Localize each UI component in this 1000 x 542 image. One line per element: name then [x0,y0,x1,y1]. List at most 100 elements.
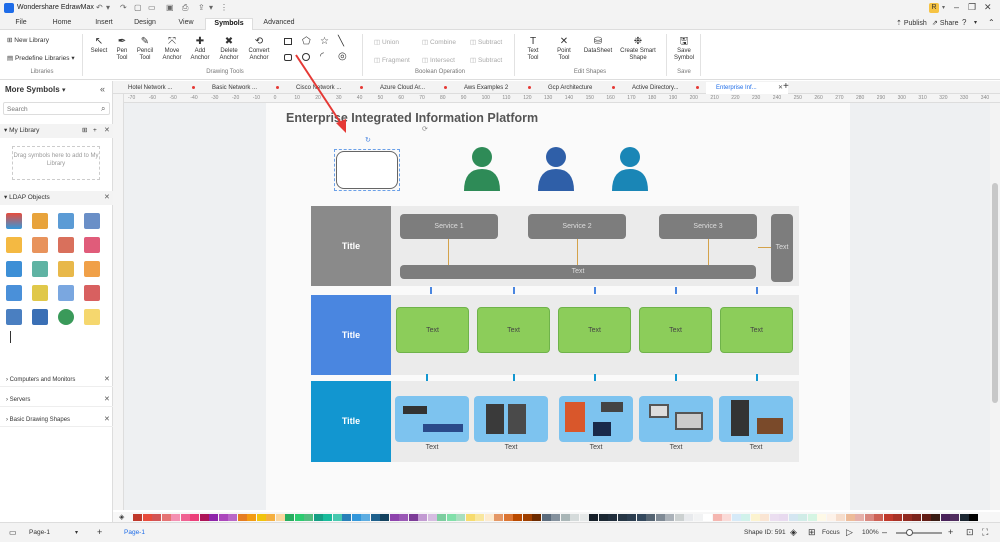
more-icon[interactable]: ⋮ [220,3,228,12]
add-tab-icon[interactable]: + [783,81,789,92]
color-swatch[interactable] [845,514,855,521]
diagram-title[interactable]: Enterprise Integrated Information Platfo… [286,111,539,125]
collapse-ribbon-icon[interactable]: ⌃ [988,18,995,27]
color-swatch[interactable] [608,514,617,521]
arc-icon[interactable]: ◜ [320,51,324,62]
add-library-icon[interactable]: + [93,127,97,134]
user-green-icon[interactable] [462,143,502,193]
ldap-team-shape[interactable] [84,285,100,301]
color-swatch[interactable] [959,514,969,521]
color-swatch[interactable] [475,514,484,521]
page-layout-icon[interactable]: ▭ [9,528,17,537]
color-swatch[interactable] [294,514,304,521]
color-swatch[interactable] [665,514,674,521]
color-swatch[interactable] [351,514,361,521]
share-button[interactable]: ⇗ Share [932,19,959,27]
fit-page-icon[interactable]: ⊞ [808,527,816,537]
pentagon-icon[interactable]: ⬠ [302,36,311,47]
intersect-button[interactable]: ◫ Intersect [422,56,455,64]
ldap-note-shape[interactable] [84,309,100,325]
color-swatch[interactable] [408,514,418,521]
my-library-header[interactable]: ▾ My Library ⊞ + ✕ [0,124,113,138]
color-swatch[interactable] [313,514,323,521]
zoom-level[interactable]: 100% [862,529,879,536]
pencil-tool-button[interactable]: ✎Pencil Tool [134,36,156,62]
ldap-person-shape[interactable] [32,213,48,229]
color-swatch[interactable] [855,514,864,521]
selected-rounded-shape[interactable] [336,151,398,189]
tab-basic-network[interactable]: Basic Network ... [202,82,284,94]
ldap-tree-shape[interactable] [58,213,74,229]
line-icon[interactable]: ╲ [338,36,345,47]
select-button[interactable]: ↖Select [89,36,109,55]
ldap-user-shape[interactable] [32,237,48,253]
user-teal-icon[interactable] [610,143,650,193]
color-swatch[interactable] [142,514,152,521]
lane-2[interactable] [311,295,799,375]
close-category-icon[interactable]: ✕ [104,376,110,383]
color-swatch[interactable] [370,514,380,521]
add-anchor-button[interactable]: ✚Add Anchor [188,36,212,62]
color-swatch[interactable] [484,514,494,521]
color-swatch[interactable] [788,514,798,521]
color-swatch[interactable] [541,514,551,521]
color-swatch[interactable] [646,514,655,521]
color-swatch[interactable] [332,514,342,521]
color-swatch[interactable] [912,514,921,521]
undo-icon[interactable]: ↶ [96,3,103,12]
color-swatch[interactable] [161,514,171,521]
delete-anchor-button[interactable]: ✖Delete Anchor [216,36,242,62]
help-dropdown-icon[interactable]: ▾ [974,20,978,26]
focus-button[interactable]: Focus [822,529,840,536]
menu-file[interactable]: File [15,19,27,26]
color-swatch[interactable] [456,514,465,521]
green-box-1[interactable]: Text [396,307,469,353]
save-icon[interactable]: ▣ [166,3,174,12]
vertical-scrollbar[interactable] [990,103,1000,510]
redo-icon[interactable]: ↷ [120,3,127,12]
tab-active-directory[interactable]: Active Directory... [622,82,704,94]
move-anchor-button[interactable]: ⤧Move Anchor [160,36,184,62]
color-swatch[interactable] [883,514,893,521]
canvas[interactable]: Enterprise Integrated Information Platfo… [124,54,990,510]
combine-button[interactable]: ◫ Combine [422,38,456,46]
fragment-button[interactable]: ◫ Fragment [374,56,410,64]
ldap-list-shape[interactable] [58,285,74,301]
color-swatch[interactable] [266,514,275,521]
color-swatch[interactable] [817,514,826,521]
ldap-line-shape[interactable] [10,331,11,343]
ldap-users-shape[interactable] [58,261,74,277]
zoom-in-icon[interactable]: + [948,527,954,537]
color-swatch[interactable] [617,514,627,521]
color-swatch[interactable] [275,514,285,521]
subtract-2-button[interactable]: ◫ Subtract [470,56,502,64]
menu-advanced[interactable]: Advanced [263,19,295,26]
datasheet-button[interactable]: ⛁DataSheet [582,36,614,55]
tab-azure-cloud[interactable]: Azure Cloud Ar... [370,82,452,94]
scrollbar-thumb[interactable] [992,183,998,403]
export-dropdown-icon[interactable]: ▾ [209,3,214,12]
color-swatch[interactable] [902,514,912,521]
category-basic-drawing-shapes[interactable]: › Basic Drawing Shapes✕ [0,413,113,427]
color-swatch[interactable] [389,514,399,521]
convert-anchor-button[interactable]: ⟲Convert Anchor [245,36,273,62]
user-blue-icon[interactable] [536,143,576,193]
color-swatch[interactable] [437,514,446,521]
color-swatch[interactable] [228,514,237,521]
lane-1-title[interactable]: Title [311,206,391,286]
menu-design[interactable]: Design [134,19,156,26]
ldap-user-2-shape[interactable] [58,237,74,253]
color-swatch[interactable] [779,514,788,521]
zoom-slider-thumb[interactable] [906,529,913,536]
menu-view[interactable]: View [178,19,194,26]
color-swatch[interactable] [342,514,351,521]
color-swatch[interactable] [874,514,883,521]
color-swatch[interactable] [731,514,741,521]
color-swatch[interactable] [399,514,408,521]
color-swatch[interactable] [218,514,228,521]
ldap-house-shape[interactable] [6,261,22,277]
service-1-box[interactable]: Service 1 [400,214,498,239]
color-swatch[interactable] [285,514,294,521]
new-library-button[interactable]: ⊞ New Library [7,36,49,44]
ldap-users-2-shape[interactable] [84,261,100,277]
